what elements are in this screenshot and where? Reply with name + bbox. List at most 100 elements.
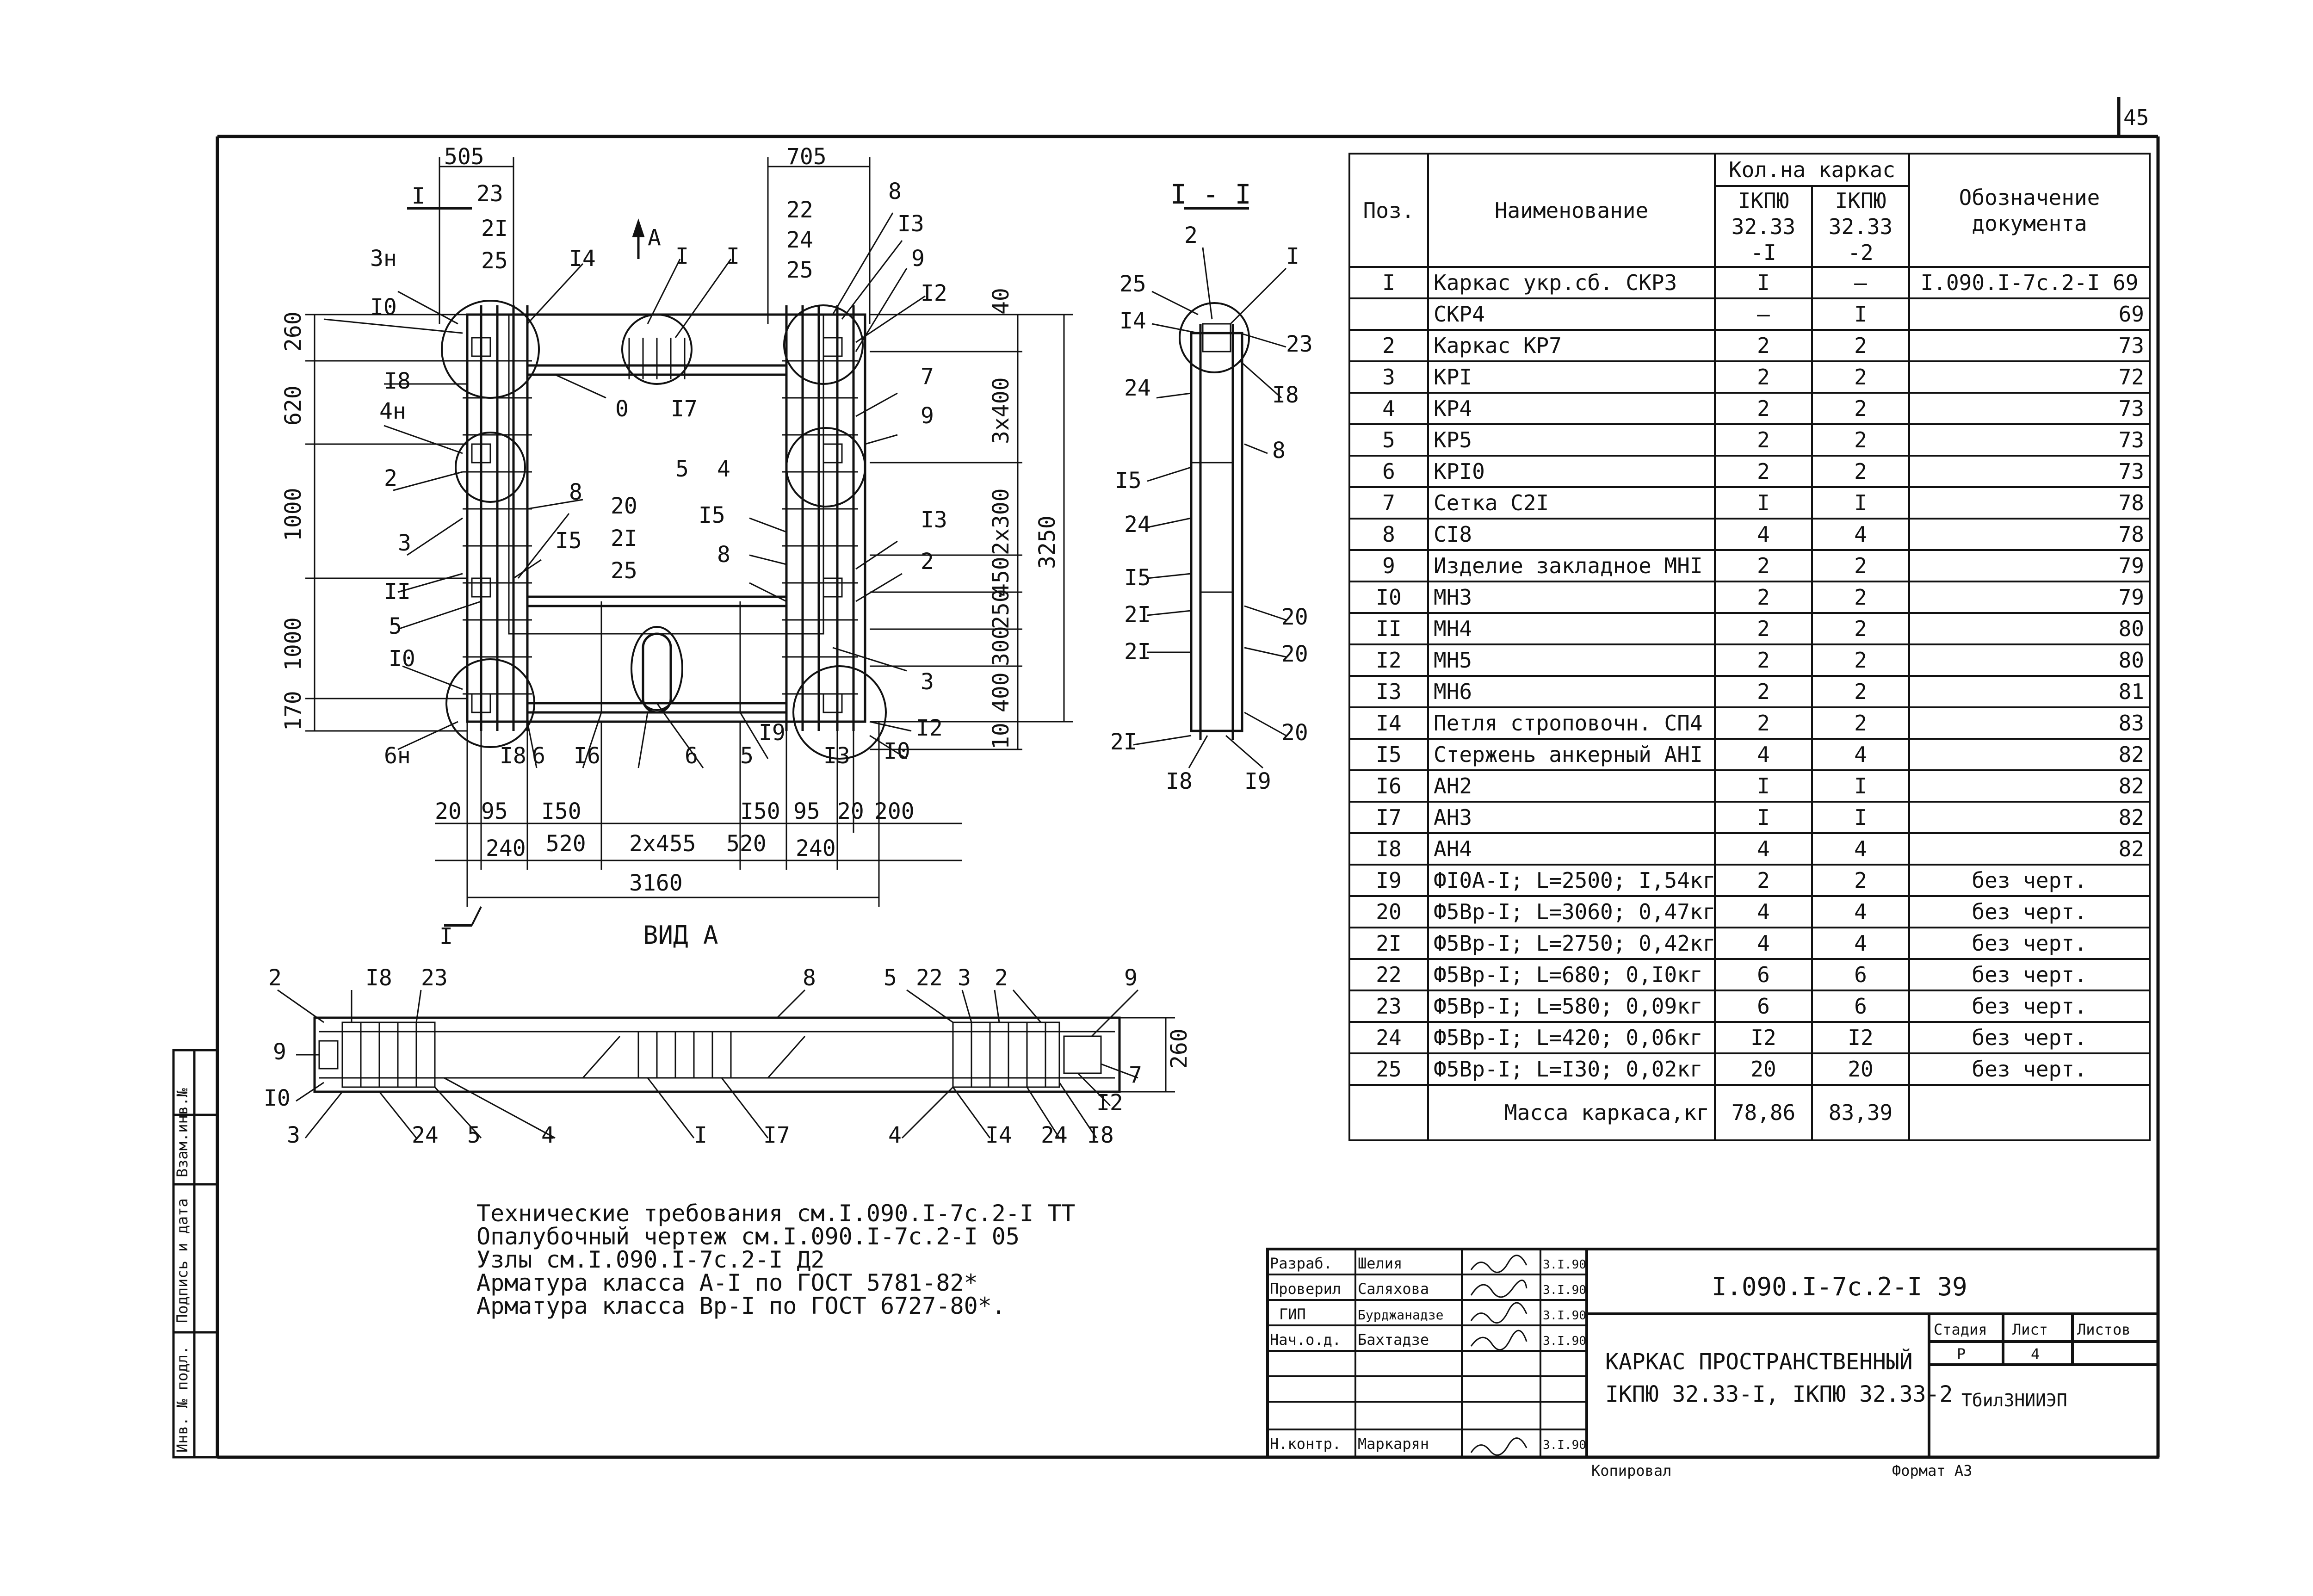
callout-7: 7 <box>921 364 934 390</box>
spec-cell-qty2: I2 <box>1811 1021 1910 1054</box>
dim-260b: 260 <box>1166 1028 1192 1069</box>
note-5: Арматура класса Вр-I по ГОСТ 6727-80*. <box>476 1293 1006 1319</box>
dim-170: 170 <box>280 691 306 731</box>
doc-code: I.090.I-7c.2-I 39 <box>1712 1272 1967 1301</box>
view-callout-3b: 3 <box>287 1122 300 1148</box>
note-4: Арматура класса А-I по ГОСТ 5781-82* <box>476 1269 978 1296</box>
dim-3250: 3250 <box>1034 515 1060 569</box>
spec-cell-qty1: 6 <box>1714 958 1813 991</box>
title-block <box>1266 1248 2159 1459</box>
spec-cell-qty2: 2 <box>1811 455 1910 488</box>
spec-cell-pos: 8 <box>1348 518 1429 551</box>
spec-cell-name: КРI <box>1427 360 1716 394</box>
sec-callout-21c: 2I <box>1110 729 1137 755</box>
spec-cell-qty2: 2 <box>1811 581 1910 614</box>
spec-cell-doc: 83 <box>1908 706 2151 740</box>
spec-cell-doc: без черт. <box>1908 958 2151 991</box>
view-callout-1: I <box>694 1122 707 1148</box>
sec-callout-20b: 20 <box>1281 641 1308 667</box>
callout-19: I9 <box>759 720 785 746</box>
spec-cell-qty1: 2 <box>1714 392 1813 425</box>
callout-5b: 5 <box>675 456 689 482</box>
callout-21b: 2I <box>611 526 637 551</box>
spec-cell-qty2: I <box>1811 486 1910 520</box>
sheet-number: 45 <box>2123 105 2149 130</box>
spec-cell-doc: 82 <box>1908 801 2151 834</box>
spec-cell-qty2: 4 <box>1811 832 1910 866</box>
stamp-role-2: Проверил <box>1270 1280 1341 1298</box>
callout-5c: 5 <box>740 743 754 769</box>
spec-cell-doc: 78 <box>1908 486 2151 520</box>
spec-cell-qty2: 2 <box>1811 423 1910 457</box>
spec-cell-pos <box>1348 297 1429 331</box>
spec-cell-name: АН4 <box>1427 832 1716 866</box>
spec-cell-pos: I <box>1348 266 1429 299</box>
dim-20b: 20 <box>837 798 864 824</box>
view-callout-7: 7 <box>1129 1062 1142 1088</box>
spec-cell-qty1: 2 <box>1714 612 1813 645</box>
spec-header-doc: Обозначение документа <box>1908 153 2151 268</box>
callout-13: I3 <box>897 211 924 237</box>
spec-cell-qty2: I <box>1811 801 1910 834</box>
spec-cell-name: МН4 <box>1427 612 1716 645</box>
callout-0: 0 <box>615 396 629 422</box>
spec-cell-name: АН3 <box>1427 801 1716 834</box>
view-callout-10: I0 <box>264 1085 291 1111</box>
title-text: I.090.I-7c.2-I 39 КАРКАС ПРОСТРАНСТВЕННЫ… <box>1605 1272 1967 1407</box>
callout-24: 24 <box>786 227 813 253</box>
spec-cell-qty1: 2 <box>1714 581 1813 614</box>
callout-18b: I8 <box>500 743 526 769</box>
dim-240a: 240 <box>486 835 526 861</box>
spec-cell-qty1: 2 <box>1714 549 1813 582</box>
note-3: Узлы см.I.090.I-7c.2-I Д2 <box>476 1246 825 1273</box>
spec-cell-doc: 73 <box>1908 392 2151 425</box>
notes: Технические требования см.I.090.I-7c.2-I… <box>476 1200 1075 1319</box>
stamp-stage-label: Стадия <box>1934 1321 1987 1338</box>
view-callout-2b: 2 <box>995 965 1008 991</box>
sec-callout-24: 24 <box>1124 375 1151 401</box>
section-labels: I - I 2 I 25 I4 23 I8 24 8 I5 24 I5 2I 2… <box>1110 179 1313 794</box>
sec-callout-15b: I5 <box>1124 565 1151 591</box>
spec-cell-doc: 82 <box>1908 769 2151 803</box>
spec-cell-name: Ф5Вр-I; L=420; 0,06кг <box>1427 1021 1716 1054</box>
stamp-name-1: Шелия <box>1358 1255 1402 1272</box>
dim-3x400: 3x400 <box>988 377 1014 445</box>
stamp-org: ТбилЗНИИЭП <box>1961 1390 2067 1410</box>
sec-callout-23: 23 <box>1286 331 1313 357</box>
spec-cell-pos: I6 <box>1348 769 1429 803</box>
view-callout-5b: 5 <box>467 1122 481 1148</box>
sec-callout-20c: 20 <box>1281 720 1308 746</box>
view-callout-24b: 24 <box>1041 1122 1068 1148</box>
spec-cell-doc: без черт. <box>1908 1052 2151 1086</box>
section-marker-1a: I <box>412 183 425 209</box>
spec-cell-qty1: 2 <box>1714 329 1813 362</box>
spec-cell-qty2: 4 <box>1811 927 1910 960</box>
callout-13b: I3 <box>921 507 947 533</box>
spec-cell-name: Каркас укр.сб. СКРЗ <box>1427 266 1716 299</box>
stamp-sheet: 4 <box>2031 1345 2040 1363</box>
view-callout-23: 23 <box>421 965 448 991</box>
dim-240b: 240 <box>796 835 836 861</box>
margin-stamp <box>172 1049 219 1459</box>
spec-cell-pos: 22 <box>1348 958 1429 991</box>
spec-cell-qty1: 2 <box>1714 643 1813 677</box>
spec-cell-qty1: 4 <box>1714 832 1813 866</box>
spec-cell-name: Ф5Вр-I; L=3060; 0,47кг <box>1427 895 1716 928</box>
spec-cell-pos: 20 <box>1348 895 1429 928</box>
spec-cell-name: ФI0А-I; L=2500; I,54кг <box>1427 864 1716 897</box>
spec-cell-qty1: I <box>1714 486 1813 520</box>
stamp-name-3: Бурджанадзе <box>1358 1307 1443 1323</box>
spec-cell-doc: 81 <box>1908 675 2151 708</box>
dim-20a: 20 <box>435 798 462 824</box>
section-marker-1b: I <box>439 923 453 949</box>
